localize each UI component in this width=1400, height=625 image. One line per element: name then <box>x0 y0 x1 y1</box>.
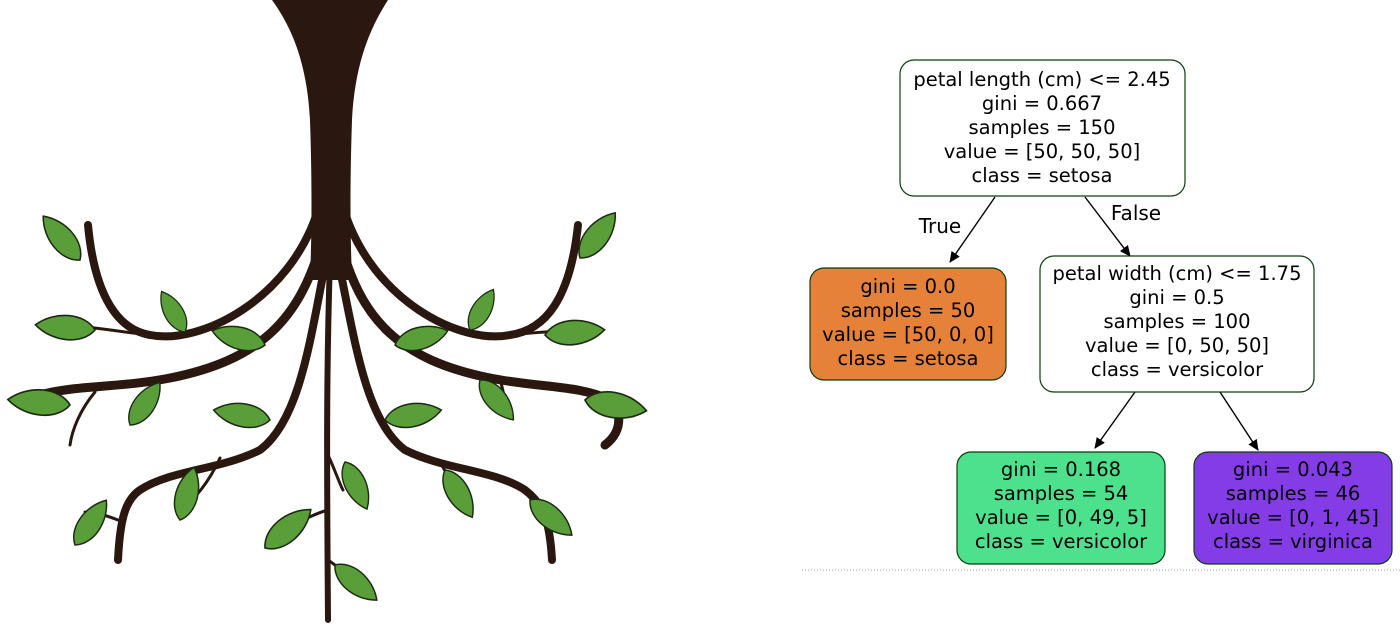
node-gini: gini = 0.5 <box>1129 286 1224 309</box>
node-samples: samples = 46 <box>1226 482 1361 505</box>
edge-label-true: True <box>918 214 961 238</box>
node-box <box>1193 451 1393 565</box>
tree-edges <box>949 196 1259 451</box>
node-value: value = [50, 50, 50] <box>944 140 1140 163</box>
node-class: class = versicolor <box>975 530 1148 553</box>
tree-roots-illustration <box>5 0 650 623</box>
roots <box>35 206 624 623</box>
node-value: value = [0, 50, 50] <box>1085 334 1269 357</box>
node-box <box>899 59 1186 197</box>
node-samples: samples = 100 <box>1103 310 1250 333</box>
node-class: class = setosa <box>972 164 1113 187</box>
edge-root-left <box>949 196 996 263</box>
node-value: value = [0, 1, 45] <box>1207 506 1379 529</box>
decision-tree-diagram: True False petal length (cm) <= 2.45 gin… <box>802 59 1400 571</box>
node-class: class = virginica <box>1213 530 1373 553</box>
node-value: value = [0, 49, 5] <box>975 506 1147 529</box>
node-class: class = setosa <box>838 347 979 370</box>
edge-right-rightleft <box>1094 391 1136 449</box>
node-box <box>956 451 1166 565</box>
node-split-rule: petal length (cm) <= 2.45 <box>913 68 1170 91</box>
node-samples: samples = 54 <box>994 482 1129 505</box>
tree-node-right-right: gini = 0.043 samples = 46 value = [0, 1,… <box>1193 451 1393 565</box>
trunk <box>272 0 388 280</box>
tree-node-right-left: gini = 0.168 samples = 54 value = [0, 49… <box>956 451 1166 565</box>
node-split-rule: petal width (cm) <= 1.75 <box>1053 262 1302 285</box>
edge-root-right <box>1084 196 1131 257</box>
node-value: value = [50, 0, 0] <box>822 323 994 346</box>
tree-node-right: petal width (cm) <= 1.75 gini = 0.5 samp… <box>1039 255 1315 393</box>
node-gini: gini = 0.667 <box>982 92 1102 115</box>
node-class: class = versicolor <box>1091 358 1264 381</box>
node-samples: samples = 50 <box>841 299 976 322</box>
node-gini: gini = 0.0 <box>860 275 955 298</box>
edge-right-rightright <box>1219 391 1259 451</box>
node-gini: gini = 0.043 <box>1233 458 1353 481</box>
node-box <box>1039 255 1315 393</box>
node-box <box>809 267 1007 381</box>
tree-node-left: gini = 0.0 samples = 50 value = [50, 0, … <box>809 267 1007 381</box>
node-samples: samples = 150 <box>968 116 1115 139</box>
edge-label-false: False <box>1111 201 1161 225</box>
node-gini: gini = 0.168 <box>1001 458 1121 481</box>
tree-node-root: petal length (cm) <= 2.45 gini = 0.667 s… <box>899 59 1186 197</box>
